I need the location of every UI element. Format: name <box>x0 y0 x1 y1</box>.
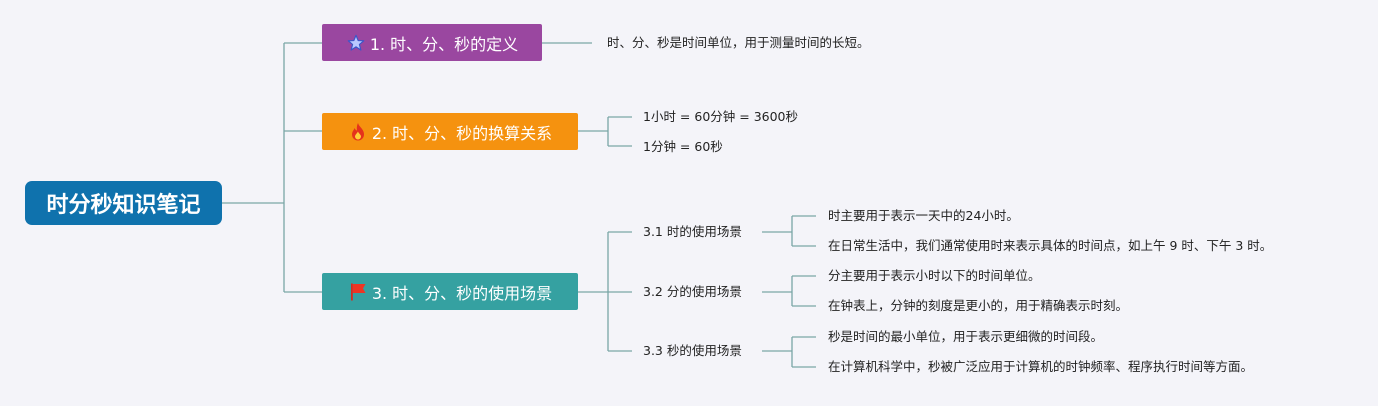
scenario-node-hour[interactable]: 3.1 时的使用场景 <box>643 224 742 239</box>
conversion-item: 1小时 = 60分钟 = 3600秒 <box>643 109 799 124</box>
scenario-detail: 分主要用于表示小时以下的时间单位。 <box>828 268 1041 283</box>
conversion-item: 1分钟 = 60秒 <box>643 139 723 154</box>
red-flag-icon <box>348 282 368 302</box>
scenario-detail: 时主要用于表示一天中的24小时。 <box>828 208 1019 223</box>
topic-node-definition[interactable]: 1. 时、分、秒的定义 <box>322 24 542 61</box>
topic-node-label: 2. 时、分、秒的换算关系 <box>371 123 553 143</box>
topic-node-scenarios[interactable]: 3. 时、分、秒的使用场景 <box>322 273 578 310</box>
topic-node-label: 1. 时、分、秒的定义 <box>369 34 519 54</box>
root-node-label: 时分秒知识笔记 <box>46 193 201 218</box>
topic-node-conversion[interactable]: 2. 时、分、秒的换算关系 <box>322 113 578 150</box>
scenario-node-second[interactable]: 3.3 秒的使用场景 <box>643 343 742 358</box>
scenario-detail: 秒是时间的最小单位，用于表示更细微的时间段。 <box>828 329 1104 344</box>
root-node[interactable]: 时分秒知识笔记 <box>25 181 222 225</box>
scenario-detail: 在钟表上，分钟的刻度是更小的，用于精确表示时刻。 <box>828 298 1129 313</box>
star-icon <box>346 33 366 53</box>
fire-icon <box>348 122 368 142</box>
definition-text: 时、分、秒是时间单位，用于测量时间的长短。 <box>607 35 870 50</box>
scenario-detail: 在计算机科学中，秒被广泛应用于计算机的时钟频率、程序执行时间等方面。 <box>828 359 1254 374</box>
scenario-node-minute[interactable]: 3.2 分的使用场景 <box>643 284 742 299</box>
scenario-detail: 在日常生活中，我们通常使用时来表示具体的时间点，如上午 9 时、下午 3 时。 <box>828 238 1273 253</box>
topic-node-label: 3. 时、分、秒的使用场景 <box>371 283 553 303</box>
